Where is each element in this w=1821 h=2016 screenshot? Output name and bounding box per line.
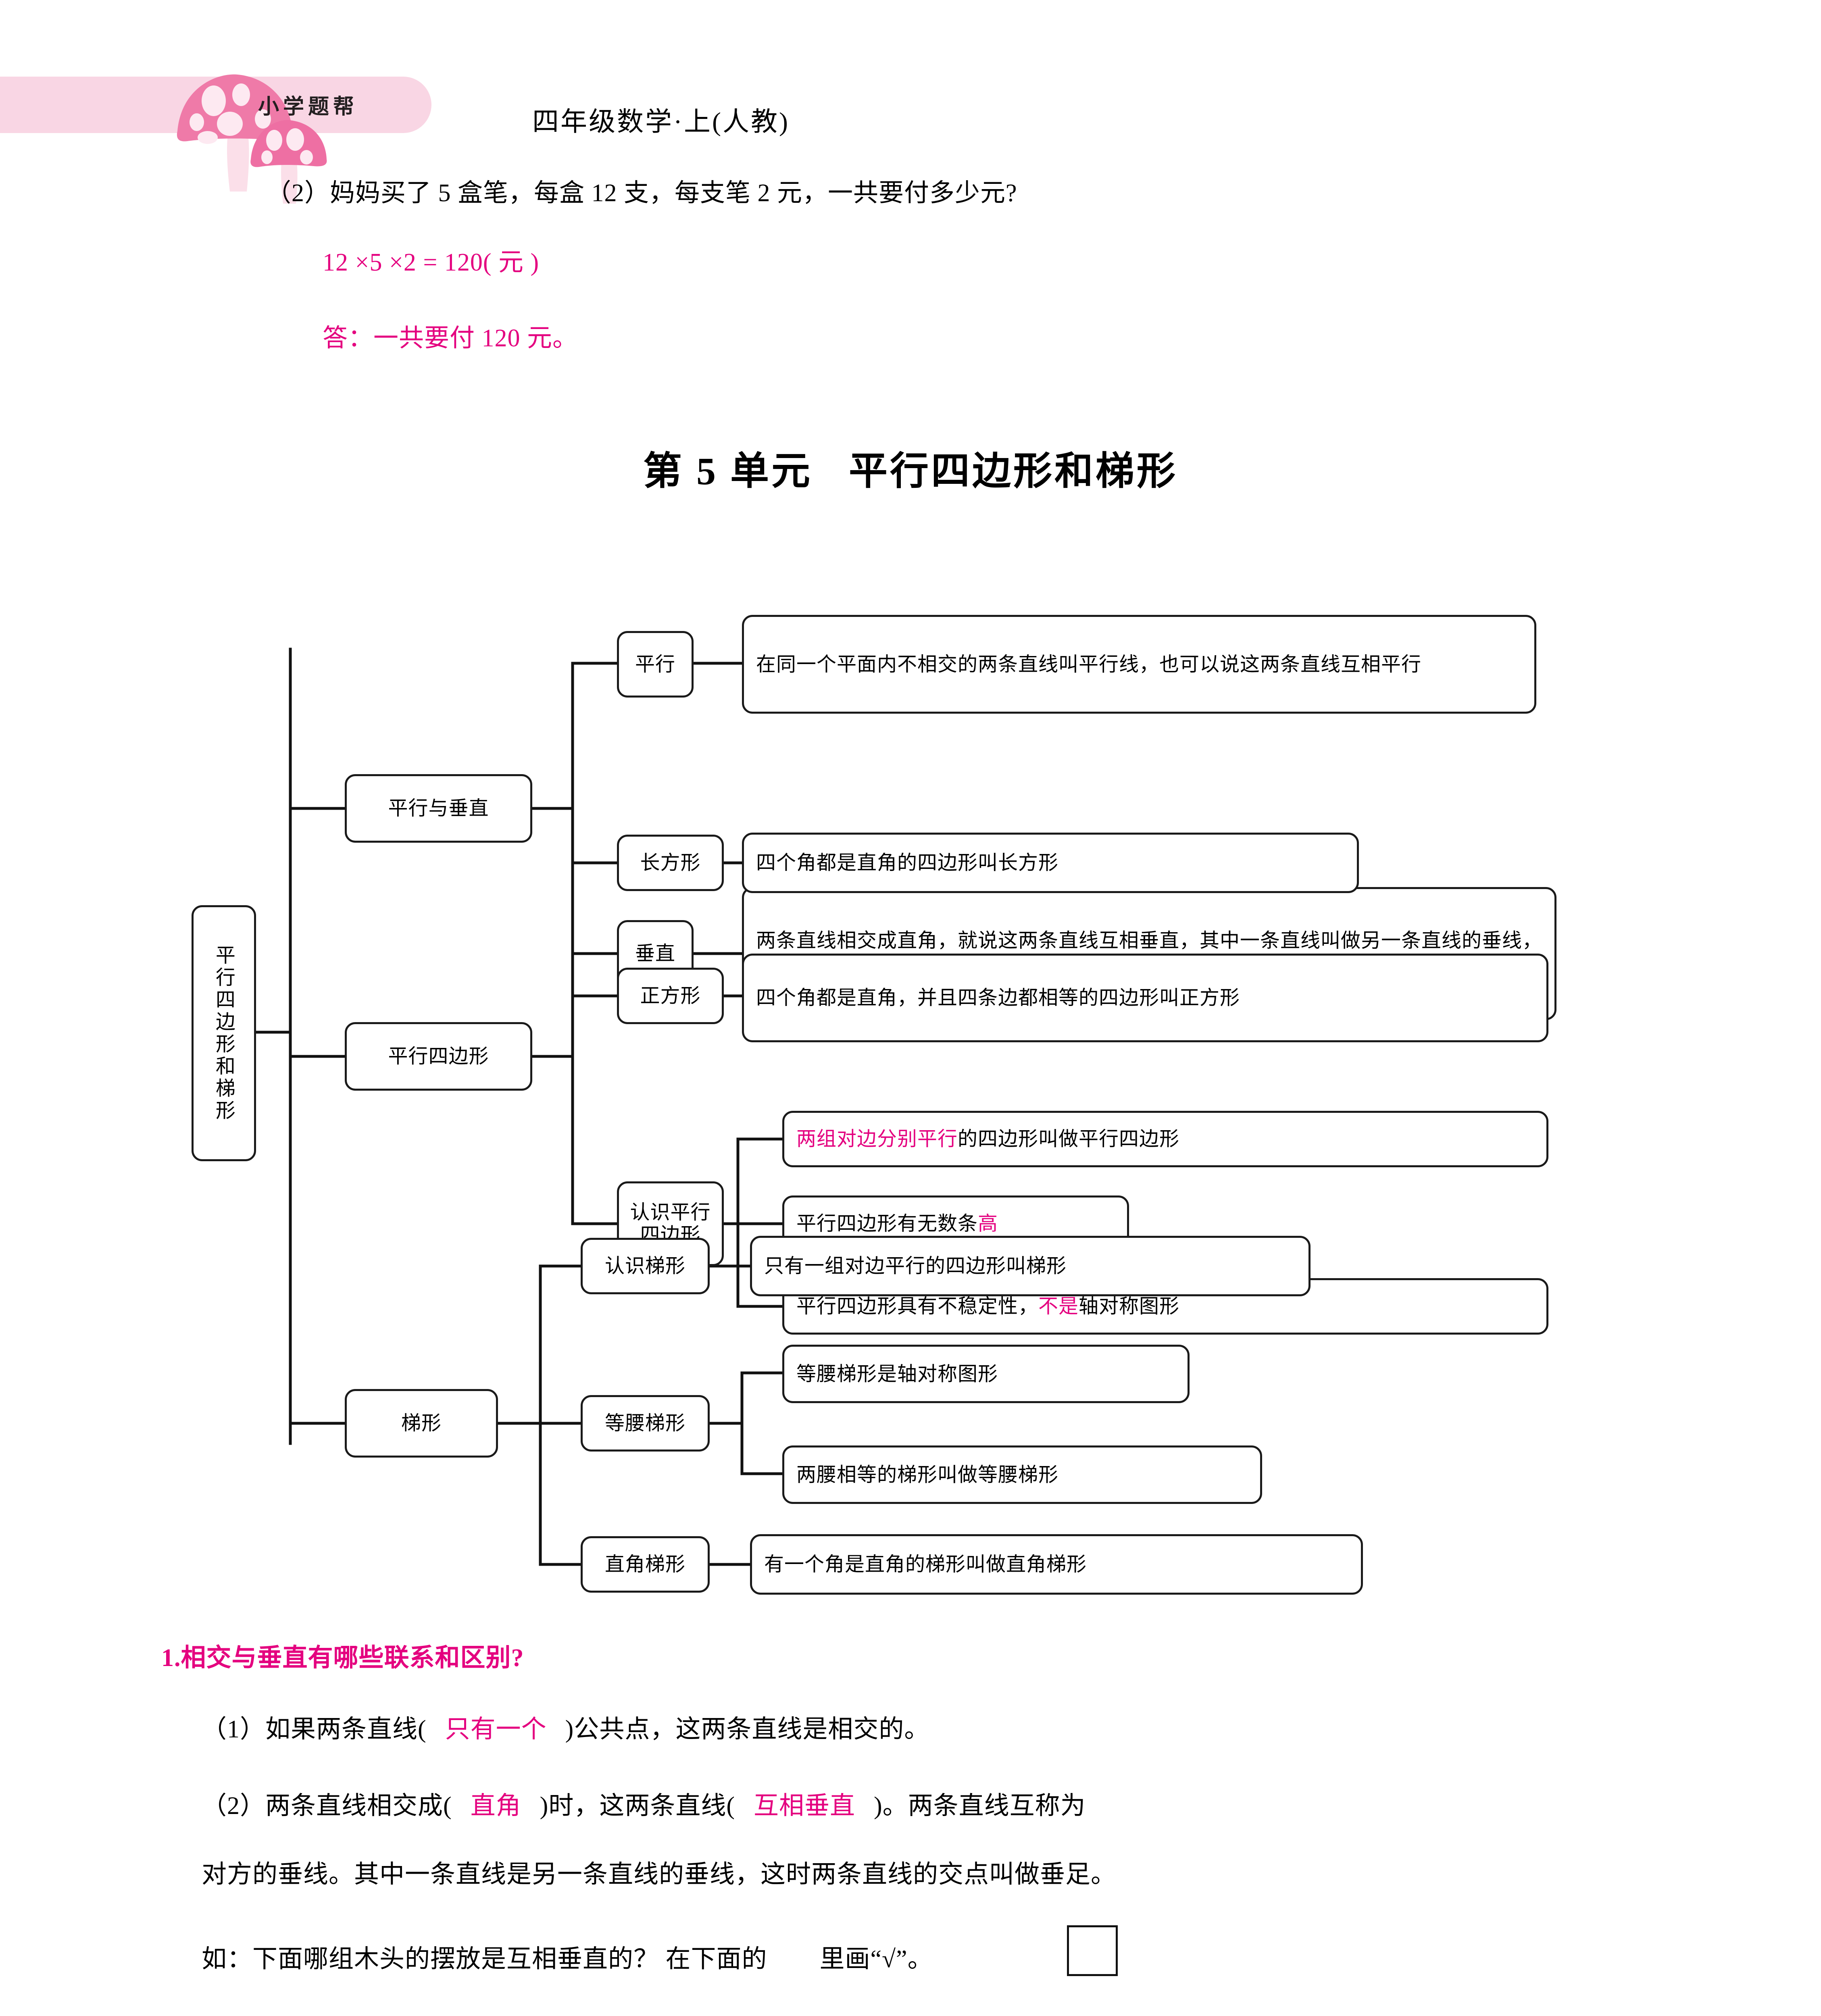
question1-heading: 1.相交与垂直有哪些联系和区别? (161, 1637, 524, 1673)
question1-sub1: （1）如果两条直线( 只有一个 )公共点，这两条直线是相交的。 (202, 1714, 929, 1745)
mindmap-node-square: 正方形 (617, 968, 724, 1024)
sub1-post: )公共点，这两条直线是相交的。 (565, 1716, 930, 1743)
mindmap-desc-know-trapezoid: 只有一组对边平行的四边形叫梯形 (750, 1236, 1311, 1296)
mindmap-node-know-trapezoid: 认识梯形 (581, 1238, 710, 1294)
page-title: 四年级数学·上(人教) (532, 107, 790, 137)
example-pre: 如：下面哪组木头的摆放是互相垂直的？ 在下面的 (202, 1945, 767, 1973)
mindmap-connectors (252, 648, 784, 1566)
unit-label: 第 5 单元 (643, 450, 813, 493)
prev-problem-question: （2）妈妈买了 5 盒笔，每盒 12 支，每支笔 2 元，一共要付多少元? (266, 179, 1017, 207)
brand-label: 小学题帮 (258, 95, 358, 119)
desc-plain-part: 平行四边形有无数条 (796, 1212, 978, 1235)
question1-number: 1. (161, 1644, 181, 1672)
question1-sub2-line2: 对方的垂线。其中一条直线是另一条直线的垂线，这时两条直线的交点叫做垂足。 (202, 1861, 1117, 1888)
page-header: 小学题帮 四年级数学·上(人教) (0, 0, 1821, 204)
mindmap-desc-parallel: 在同一个平面内不相交的两条直线叫平行线，也可以说这两条直线互相平行 (742, 615, 1536, 714)
mindmap-branch-parallel-perpendicular: 平行与垂直 (345, 774, 532, 843)
mindmap-desc-parallelogram-def: 两组对边分别平行的四边形叫做平行四边形 (782, 1111, 1548, 1167)
sub2-pre: （2）两条直线相交成( (202, 1792, 452, 1820)
desc-pink-part: 不是 (1038, 1295, 1079, 1318)
desc-pink-part: 高 (978, 1212, 998, 1235)
mindmap-desc-square: 四个角都是直角，并且四条边都相等的四边形叫正方形 (742, 954, 1548, 1042)
mushroom-small-icon (250, 120, 327, 204)
sub2-mid: )时，这两条直线( (540, 1792, 735, 1820)
mindmap-desc-isosceles-def: 两腰相等的梯形叫做等腰梯形 (782, 1445, 1262, 1504)
mindmap-desc-right-trapezoid: 有一个角是直角的梯形叫做直角梯形 (750, 1534, 1363, 1595)
mindmap-diagram: 平行四边形和梯形 平行与垂直 平行 在同一个平面内不相交的两条直线叫平行线，也可… (0, 581, 1821, 1613)
question1-example: 如：下面哪组木头的摆放是互相垂直的？ 在下面的 里画“√”。 (202, 1943, 933, 1975)
desc-plain-part2: 轴对称图形 (1079, 1295, 1180, 1318)
mindmap-branch-trapezoid: 梯形 (345, 1389, 498, 1458)
sub2-answer1: 直角 (470, 1792, 521, 1820)
example-post: 里画“√”。 (819, 1945, 933, 1973)
mindmap-node-parallel: 平行 (617, 631, 694, 698)
unit-title: 第 5 单元平行四边形和梯形 (0, 439, 1821, 496)
mindmap-desc-rectangle: 四个角都是直角的四边形叫长方形 (742, 833, 1359, 893)
question1-prompt: 相交与垂直有哪些联系和区别? (181, 1644, 524, 1672)
sub1-pre: （1）如果两条直线( (202, 1716, 427, 1743)
question1-sub2-line1: （2）两条直线相交成( 直角 )时，这两条直线( 互相垂直 )。两条直线互称为 (202, 1790, 1086, 1822)
prev-problem-answer: 答：一共要付 120 元。 (323, 325, 578, 352)
prev-problem-equation: 12 ×5 ×2 = 120( 元 ) (323, 249, 540, 276)
desc-pink-part: 两组对边分别平行 (796, 1128, 958, 1150)
sub1-answer: 只有一个 (445, 1716, 547, 1743)
unit-name: 平行四边形和梯形 (849, 450, 1178, 493)
sub2-answer2: 互相垂直 (753, 1792, 855, 1820)
mindmap-node-isosceles-trapezoid: 等腰梯形 (581, 1395, 710, 1452)
sub2-post: )。两条直线互称为 (873, 1792, 1086, 1820)
mindmap-desc-isosceles-axis: 等腰梯形是轴对称图形 (782, 1345, 1190, 1403)
mindmap-root: 平行四边形和梯形 (192, 905, 256, 1161)
mushroom-icon (177, 74, 293, 192)
desc-plain-part: 的四边形叫做平行四边形 (958, 1128, 1180, 1150)
mindmap-node-right-trapezoid: 直角梯形 (581, 1536, 710, 1593)
desc-plain-part: 平行四边形具有不稳定性， (796, 1295, 1039, 1318)
mindmap-branch-parallelogram: 平行四边形 (345, 1022, 532, 1091)
inline-answer-box[interactable] (1067, 1925, 1118, 1976)
mindmap-node-rectangle: 长方形 (617, 835, 724, 891)
